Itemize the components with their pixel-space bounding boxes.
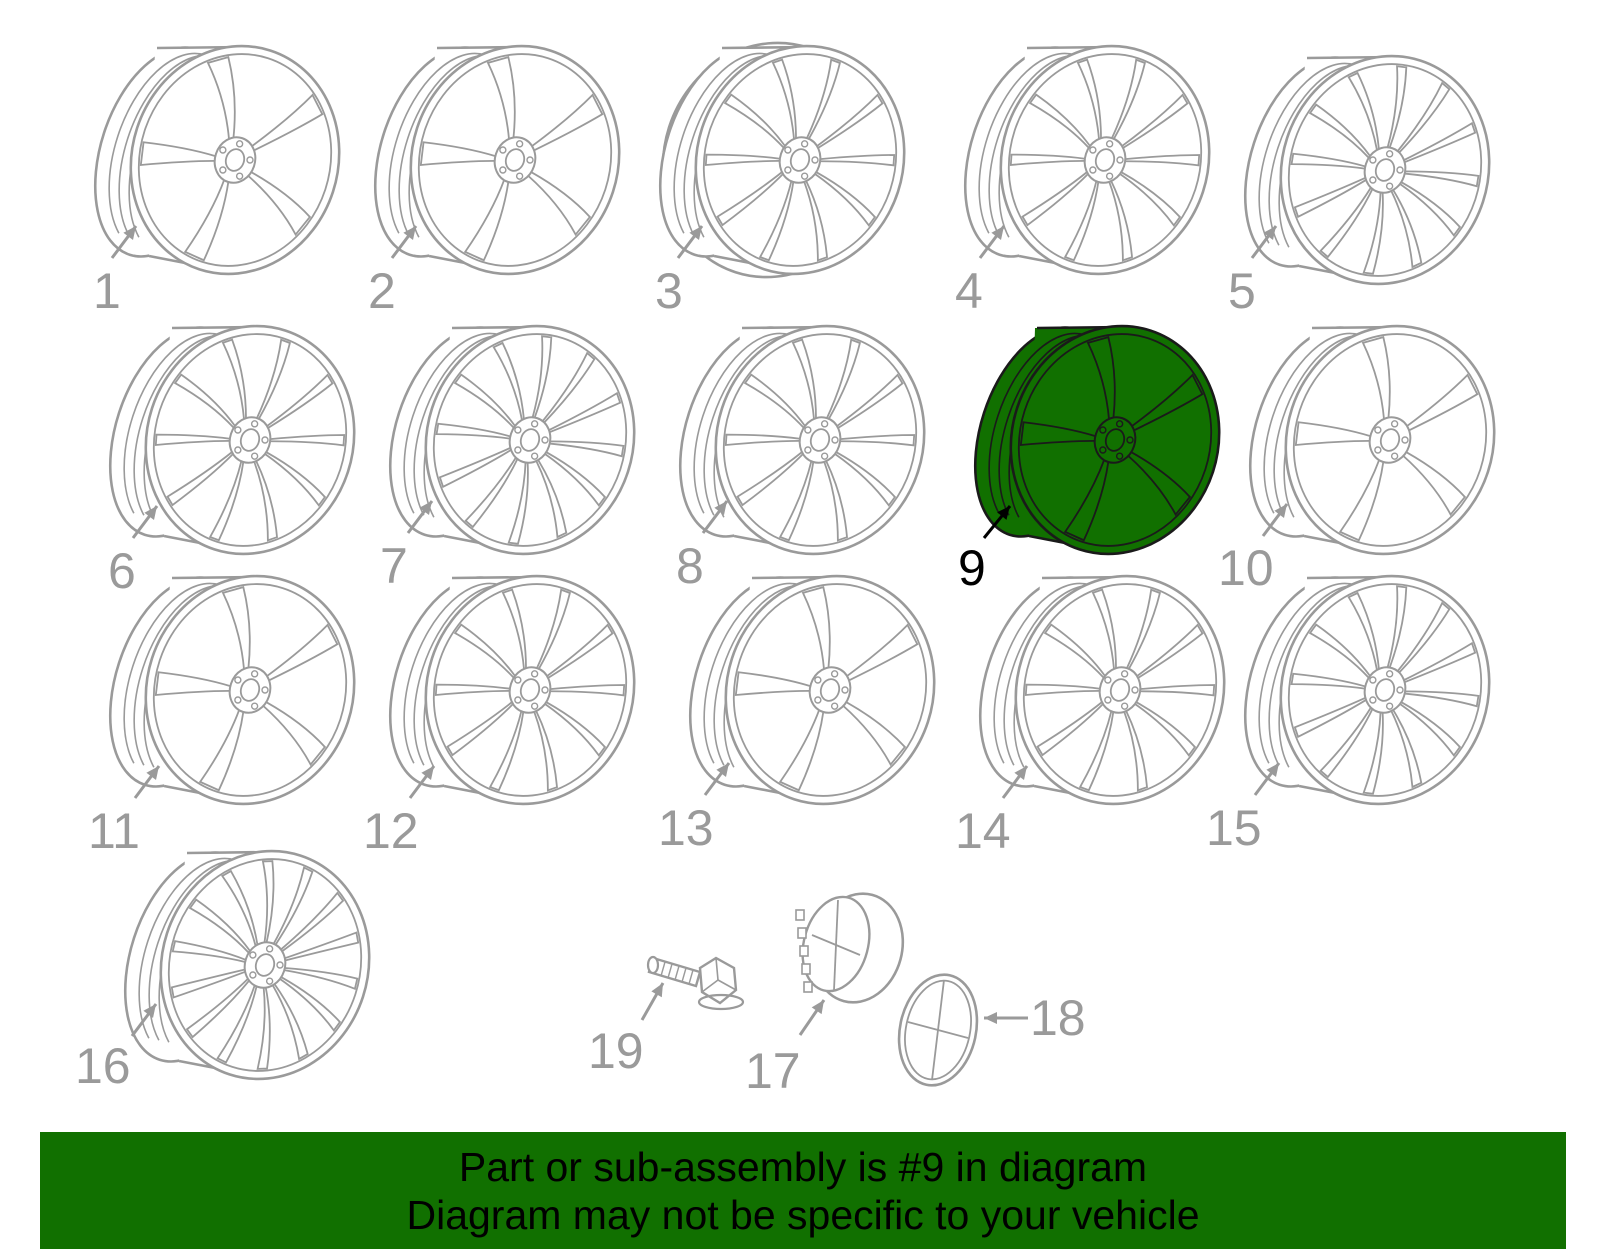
callout-16: 16 (75, 1038, 131, 1094)
wheel-6[interactable]: 6 (86, 299, 384, 599)
spokes (1019, 336, 1204, 542)
leader-arrow-2 (390, 225, 418, 259)
center-cap-icon (795, 892, 905, 1004)
callout-6: 6 (108, 543, 136, 599)
wheel-9[interactable]: 9 (951, 299, 1249, 596)
spokes (1024, 588, 1216, 792)
spokes (704, 58, 896, 262)
footer-line-2: Diagram may not be specific to your vehi… (406, 1191, 1200, 1238)
part-19[interactable]: 19 (588, 955, 745, 1079)
callout-17: 17 (745, 1043, 801, 1099)
spokes (419, 56, 604, 262)
callout-18: 18 (1030, 990, 1086, 1046)
callout-11: 11 (88, 803, 140, 859)
leader-arrow-15 (1253, 762, 1281, 796)
callout-5: 5 (1228, 263, 1256, 319)
spokes (1294, 336, 1479, 542)
wheel-3[interactable]: 3 (633, 14, 934, 319)
leader-arrow-11 (133, 765, 161, 799)
leader-arrow-19 (640, 982, 665, 1021)
callout-15: 15 (1206, 800, 1262, 856)
leader-arrow-17 (798, 999, 826, 1036)
leader-arrow-1 (110, 225, 138, 259)
spokes (1290, 585, 1480, 795)
wheel-7[interactable]: 7 (366, 299, 664, 594)
callout-9: 9 (958, 540, 986, 596)
callout-12: 12 (363, 803, 419, 859)
callout-3: 3 (655, 263, 683, 319)
callout-1: 1 (93, 263, 121, 319)
spokes (139, 56, 324, 262)
wheel-bolt-icon (646, 955, 745, 1011)
wheel-11[interactable]: 11 (86, 549, 384, 859)
part-18[interactable]: 18 (889, 967, 1086, 1092)
leader-arrow-9 (982, 505, 1012, 539)
leader-arrow-8 (701, 500, 729, 534)
callout-14: 14 (955, 803, 1011, 859)
spokes (724, 338, 916, 542)
wheel-13[interactable]: 13 (658, 549, 963, 856)
leader-arrow-18 (984, 1012, 1028, 1024)
footer-banner: Part or sub-assembly is #9 in diagram Di… (40, 1132, 1566, 1249)
leader-arrow-5 (1250, 225, 1278, 259)
leader-arrow-13 (703, 762, 731, 796)
wheel-5[interactable]: 5 (1221, 29, 1519, 319)
leader-arrow-4 (978, 225, 1006, 259)
leader-arrow-6 (131, 505, 159, 539)
part-17[interactable]: 17 (745, 883, 915, 1099)
spokes (170, 860, 360, 1070)
wheel-1[interactable]: 1 (71, 19, 369, 319)
wheel-4[interactable]: 4 (941, 19, 1239, 319)
leader-arrow-7 (406, 500, 434, 534)
wheel-10[interactable]: 10 (1218, 299, 1523, 596)
spokes (734, 586, 919, 792)
emblem-icon (897, 973, 979, 1087)
callout-8: 8 (676, 538, 704, 594)
wheel-14[interactable]: 14 (955, 549, 1253, 859)
spokes (435, 335, 625, 545)
leader-arrow-12 (408, 765, 436, 799)
callout-4: 4 (955, 263, 983, 319)
leader-arrow-16 (130, 1003, 158, 1037)
spokes (1009, 58, 1201, 262)
wheel-8[interactable]: 8 (656, 299, 954, 594)
footer-line-1: Part or sub-assembly is #9 in diagram (458, 1143, 1148, 1190)
callout-19: 19 (588, 1023, 644, 1079)
spokes (434, 588, 626, 792)
callout-2: 2 (368, 263, 396, 319)
callout-10: 10 (1218, 540, 1274, 596)
wheel-16[interactable]: 16 (75, 824, 398, 1106)
wheel-12[interactable]: 12 (363, 549, 663, 859)
spokes (154, 338, 346, 542)
leader-arrow-14 (1001, 765, 1029, 799)
spokes (1290, 65, 1480, 275)
leader-arrow-3 (676, 225, 704, 259)
wheel-15[interactable]: 15 (1206, 549, 1518, 856)
wheel-2[interactable]: 2 (351, 19, 649, 319)
leader-arrow-10 (1261, 503, 1289, 537)
callout-7: 7 (380, 538, 408, 594)
callout-13: 13 (658, 800, 714, 856)
spokes (154, 586, 339, 792)
